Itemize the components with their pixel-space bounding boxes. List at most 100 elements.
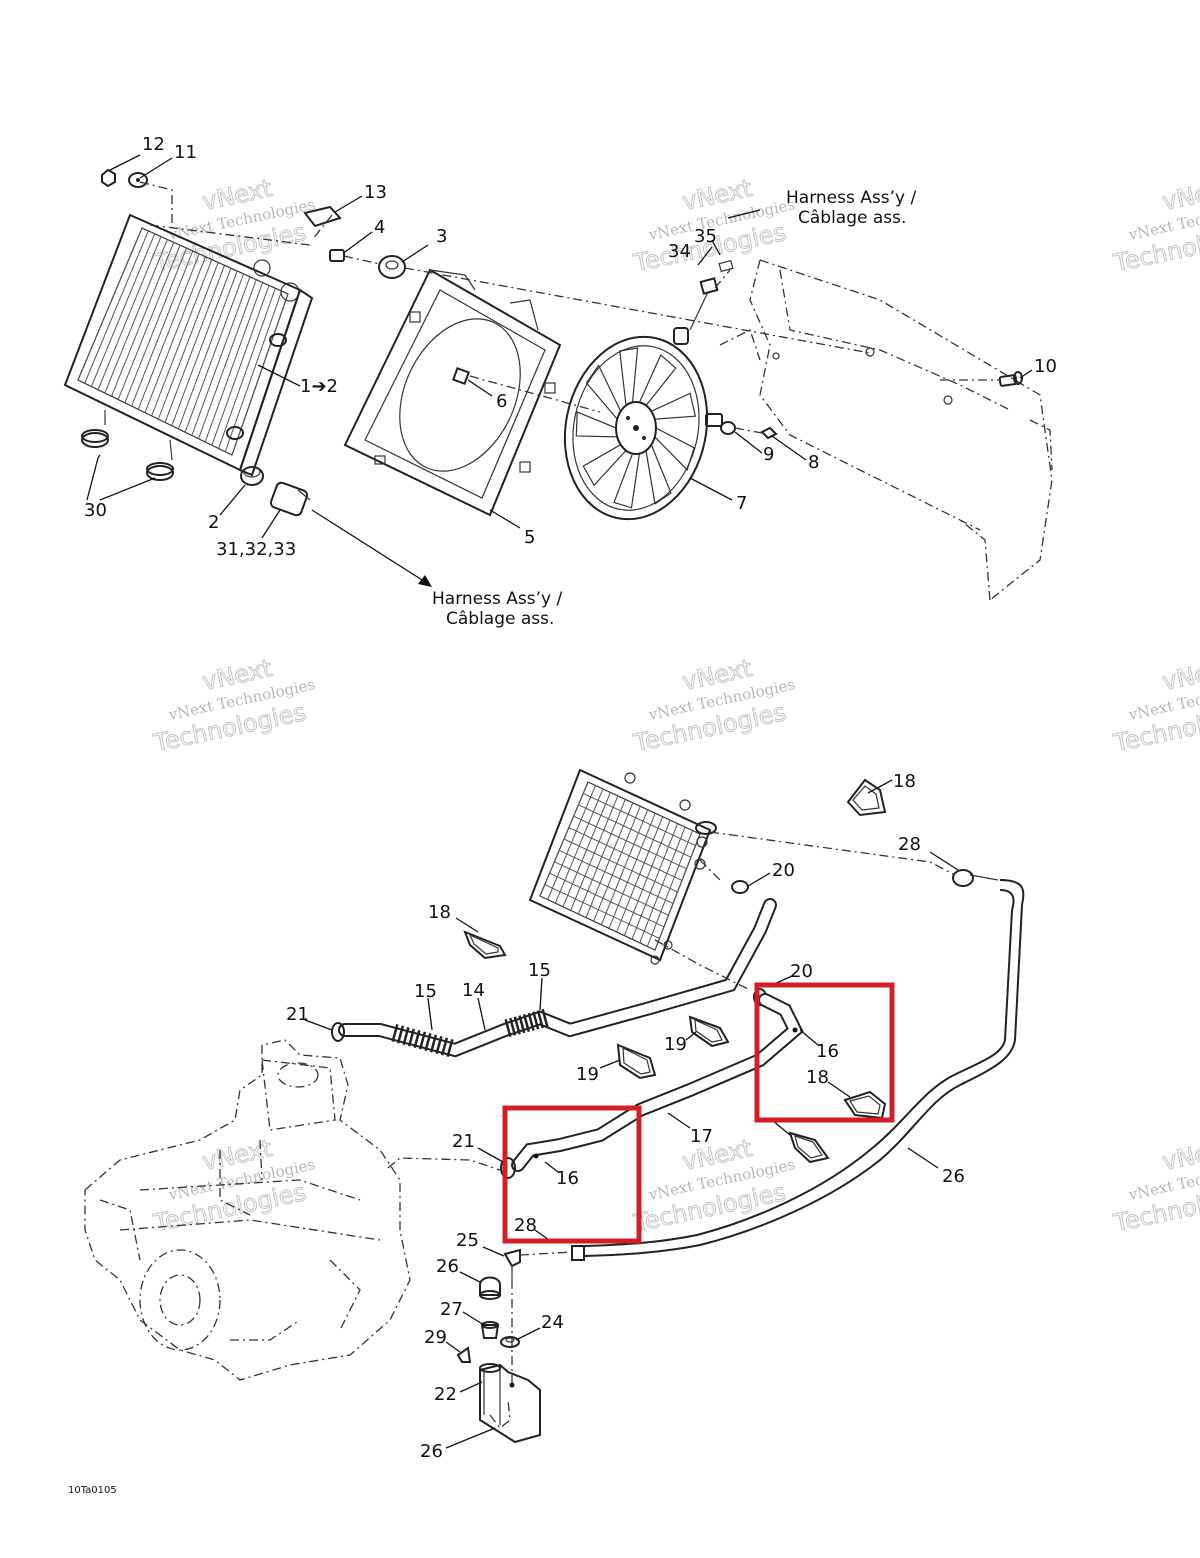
cap-27-part [480, 1321, 500, 1339]
bolt-part [329, 249, 345, 262]
callout-2: 2 [208, 512, 219, 533]
clamp-21-part [331, 1022, 345, 1042]
seal-19a-part [616, 1043, 657, 1080]
highlight-box-hose-16-left [502, 1105, 642, 1244]
hose-bellows [391, 1023, 454, 1058]
watermark-line2: vNext [1160, 654, 1200, 696]
callout-22: 22 [434, 1384, 457, 1405]
grommet-part [81, 429, 174, 481]
callout-5: 5 [524, 527, 535, 548]
callout-25: 25 [456, 1230, 479, 1251]
watermark-line2: vNext [1160, 1134, 1200, 1176]
watermark-group: vNext Technologies vNext Technologies vN… [150, 174, 1200, 1239]
callout-21-top: 21 [286, 1004, 309, 1025]
radiator-cap-28-part [952, 869, 999, 887]
radiator-fins [77, 227, 289, 456]
watermark: vNext Technologies vNext Technologies [150, 1134, 316, 1239]
engine-part [84, 1039, 411, 1381]
fan-nut-part [720, 421, 736, 435]
callout-10: 10 [1034, 356, 1057, 377]
top-assembly-lines [139, 181, 1000, 434]
callout-3: 3 [436, 226, 447, 247]
callout-12: 12 [142, 134, 165, 155]
callout-20-bottom: 20 [790, 961, 813, 982]
callout-6: 6 [496, 391, 507, 412]
clip-29-part [456, 1346, 472, 1363]
callout-21-bottom: 21 [452, 1131, 475, 1152]
top-leaders [86, 154, 1033, 587]
radiator-part [63, 213, 314, 477]
callout-28-top: 28 [898, 834, 921, 855]
watermark: vNext Technologies vNext Technologies [630, 654, 796, 759]
clamp-21b-part [500, 1157, 516, 1179]
callout-28-bottom: 28 [514, 1215, 537, 1236]
hose-bellows [504, 1008, 549, 1038]
seal-18-left-part [463, 930, 507, 960]
callout-18-left: 18 [428, 902, 451, 923]
fitting-25-part [503, 1248, 521, 1280]
harness-note-bottom-line1: Harness Ass’y / [432, 589, 562, 609]
watermark-line2: vNext [1160, 174, 1200, 216]
harness-note-bottom-line2: Câblage ass. [446, 609, 554, 629]
radiator-cap-part [240, 466, 264, 486]
seal-18-lower-part [788, 1131, 830, 1164]
washer-part [128, 172, 148, 188]
bottom-assembly: 18 28 20 18 15 15 14 21 20 16 18 19 19 1… [84, 768, 1025, 1462]
radiator-bottom-part [528, 768, 717, 965]
callout-24: 24 [541, 1312, 564, 1333]
callout-19-left: 19 [576, 1064, 599, 1085]
seal-18-top-part [846, 778, 887, 817]
callout-15-left: 15 [414, 981, 437, 1002]
callout-14: 14 [462, 980, 485, 1001]
highlight-box-hose-16-right [754, 982, 895, 1123]
callout-16-right: 16 [816, 1041, 839, 1062]
callout-30: 30 [84, 500, 107, 521]
callout-15-right: 15 [528, 960, 551, 981]
bottom-assembly-lines [387, 831, 956, 1256]
clip-part [452, 367, 470, 385]
callout-4: 4 [374, 217, 385, 238]
harness-connector-part [673, 259, 734, 345]
fan-grommet-part [378, 255, 406, 279]
callout-20-top: 20 [772, 860, 795, 881]
harness-note-top-line1: Harness Ass’y / [786, 188, 916, 208]
hose-17-part [511, 993, 804, 1172]
callout-31-32-33: 31,32,33 [216, 539, 296, 560]
callout-26-cap: 26 [436, 1256, 459, 1277]
fan-screw-part [760, 426, 778, 440]
overflow-hose-part [571, 879, 1025, 1261]
callout-34: 34 [668, 241, 691, 262]
callout-7: 7 [736, 493, 747, 514]
nut-part [101, 168, 116, 188]
frame-outline [719, 259, 1053, 601]
callout-13: 13 [364, 182, 387, 203]
hose-14-part [338, 898, 777, 1058]
callout-35: 35 [694, 226, 717, 247]
bracket-part [303, 205, 342, 228]
radiator-bottom-fins [539, 781, 701, 951]
connector-part [269, 481, 311, 517]
callout-19-right: 19 [664, 1034, 687, 1055]
seal-19b-part [688, 1015, 730, 1048]
fan-part [563, 335, 723, 521]
seal-18-right-part [843, 1090, 887, 1120]
callout-18-top: 18 [893, 771, 916, 792]
callout-1-to-2: 1➔2 [300, 376, 338, 397]
callout-17: 17 [690, 1126, 713, 1147]
callout-29: 29 [424, 1327, 447, 1348]
callout-8: 8 [808, 452, 819, 473]
callout-26-hose: 26 [942, 1166, 965, 1187]
fan-shroud-part [343, 268, 562, 517]
top-assembly: Harness Ass’y / Câblage ass. Harness Ass… [63, 134, 1057, 629]
harness-note-top-line2: Câblage ass. [798, 208, 906, 228]
callout-11: 11 [174, 142, 197, 163]
frame-bolt-part [998, 371, 1023, 387]
callout-18-right: 18 [806, 1067, 829, 1088]
watermark: vNext Technologies vNext Technologies [1110, 654, 1200, 759]
watermark: vNext Technologies vNext Technologies [1110, 174, 1200, 279]
reservoir-part [479, 1280, 541, 1444]
callout-27: 27 [440, 1299, 463, 1320]
cap-26-part [479, 1276, 501, 1300]
callout-26-reservoir: 26 [420, 1441, 443, 1462]
